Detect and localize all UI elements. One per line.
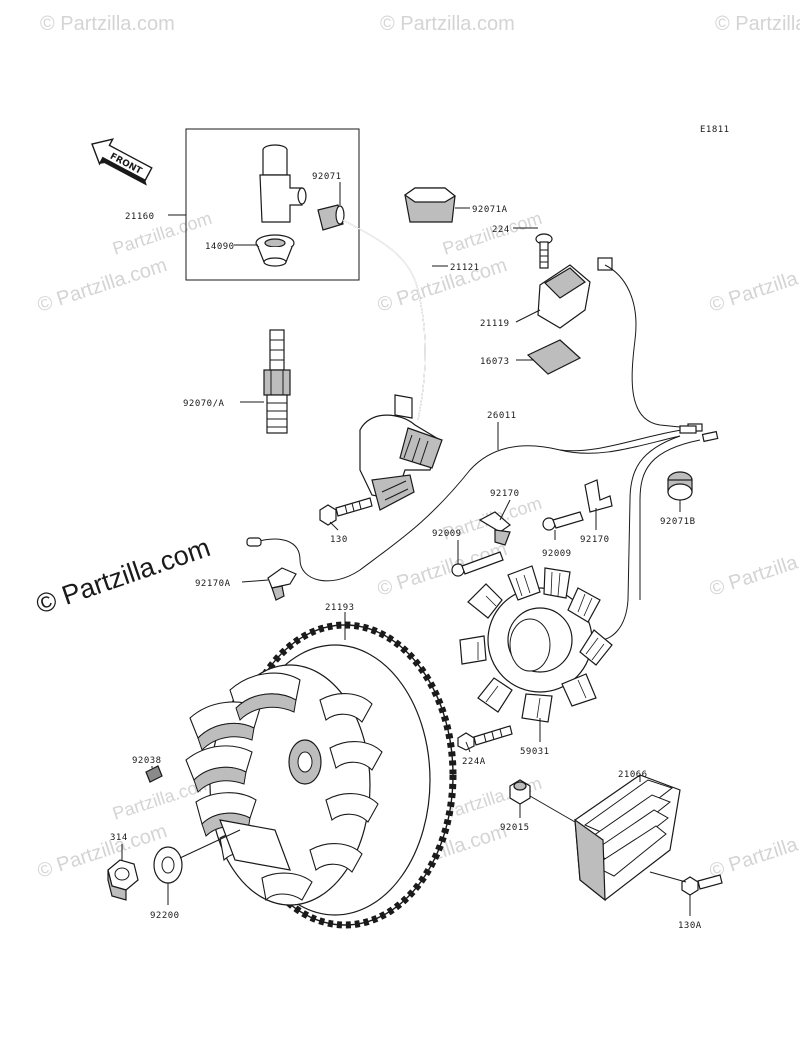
ht-lead-21121 [342, 219, 426, 421]
callout-92170-top: 92170 [490, 489, 520, 499]
screw-224a [457, 725, 513, 751]
nut-314 [107, 859, 139, 901]
callout-130a: 130A [678, 921, 702, 931]
callout-92200: 92200 [150, 911, 180, 921]
clamp-92170-small [478, 511, 511, 546]
clamp-92170a [267, 567, 297, 601]
spark-plug [263, 329, 291, 434]
pad-16073 [526, 339, 582, 375]
rubber-92071a [403, 187, 457, 223]
washer-92200 [153, 846, 183, 884]
key-92038 [145, 765, 163, 783]
cap-seal-92071 [317, 204, 345, 231]
callout-92071b: 92071B [660, 517, 696, 527]
watermark-tile: © Partzilla.com [707, 254, 800, 317]
callout-92170a: 92170A [195, 579, 231, 589]
front-arrow-icon: FRONT [91, 138, 153, 186]
watermark-tile: © Partzilla.com [707, 820, 800, 883]
callout-92009-a: 92009 [432, 529, 462, 539]
callout-92070a: 92070/A [183, 399, 225, 409]
callout-21121: 21121 [450, 263, 480, 273]
grommet-92071b [667, 471, 693, 501]
clamp-92170-right [584, 479, 613, 513]
bolt-130 [319, 497, 373, 526]
partzilla-watermark: © Partzilla.com [32, 532, 214, 620]
leader-lines [121, 182, 691, 916]
callout-92009-b: 92009 [542, 549, 572, 559]
callout-92071: 92071 [312, 172, 342, 182]
diagram-code: E1811 [700, 125, 730, 135]
regulator-21066 [574, 774, 681, 902]
spark-plug-cap [259, 144, 307, 223]
callout-21193: 21193 [325, 603, 355, 613]
watermark-tile: © Partzilla.com [35, 254, 170, 317]
screw-92009-b [542, 511, 584, 531]
screw-224 [535, 233, 553, 269]
igniter-21119 [537, 257, 613, 329]
watermark-tile: © Partzilla.com [707, 538, 800, 601]
callout-224a: 224A [462, 757, 486, 767]
cap-kit-box [185, 128, 360, 281]
callout-92015: 92015 [500, 823, 530, 833]
screw-92009-a [451, 551, 504, 577]
callout-59031: 59031 [520, 747, 550, 757]
callout-21066: 21066 [618, 770, 648, 780]
callout-21119: 21119 [480, 319, 510, 329]
callout-labels: 21160 92071 92071A 14090 224 21121 21119… [110, 172, 702, 931]
stator-59031 [459, 565, 613, 723]
callout-314: 314 [110, 833, 128, 843]
watermark-tile: © Partzilla.com [40, 13, 175, 35]
ignition-coil [359, 394, 443, 511]
igniter-wire [604, 264, 691, 429]
callout-130: 130 [330, 535, 348, 545]
callout-92071a: 92071A [472, 205, 508, 215]
plug-boot-14090 [255, 234, 295, 267]
flywheel-21193 [185, 621, 457, 929]
watermark-tile: © Partzilla.com [375, 254, 510, 317]
watermark-tile: © Partzilla.com [35, 820, 170, 883]
callout-16073: 16073 [480, 357, 510, 367]
harness-26011 [254, 435, 681, 582]
callout-14090: 14090 [205, 242, 235, 252]
watermark-tile: © Partzilla.com [715, 13, 800, 35]
callout-21160: 21160 [125, 212, 155, 222]
watermark-tile: © Partzilla.com [380, 13, 515, 35]
callout-224: 224 [492, 225, 510, 235]
callout-26011: 26011 [487, 411, 517, 421]
callout-92170-b: 92170 [580, 535, 610, 545]
bolt-130a [681, 874, 723, 896]
callout-92038: 92038 [132, 756, 162, 766]
collar-92015 [509, 779, 531, 805]
